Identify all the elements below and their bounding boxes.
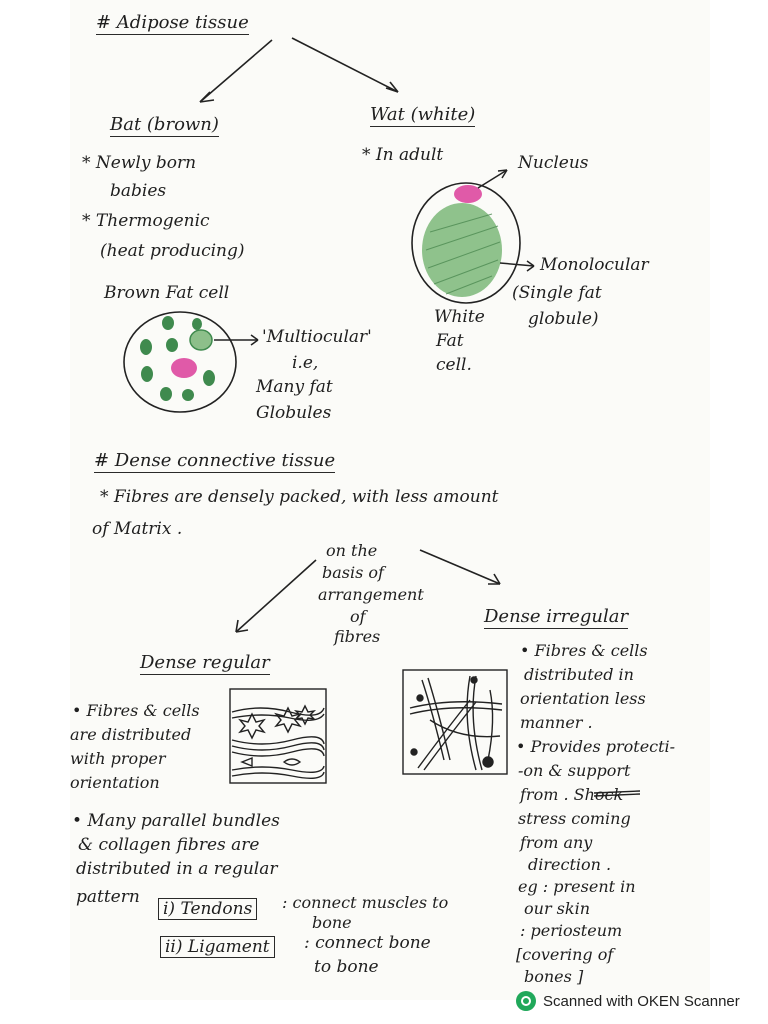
ligament-box: ii) Ligament xyxy=(160,936,275,958)
tendons-desc-line1: : connect muscles to xyxy=(282,893,449,912)
nucleus-label: Nucleus xyxy=(518,153,589,173)
bat-point2-line2: (heat producing) xyxy=(100,241,245,261)
monolocular-line2: (Single fat xyxy=(512,283,602,303)
dense-irregular-heading: Dense irregular xyxy=(484,606,629,629)
irregular-p1-line1: • Fibres & cells xyxy=(520,641,648,660)
tendons-box: i) Tendons xyxy=(158,898,258,920)
dense-desc-line2: of Matrix . xyxy=(92,519,183,539)
wat-point1: * In adult xyxy=(362,145,444,165)
regular-p2-line4: pattern xyxy=(76,887,140,907)
irregular-p2-line5: from any xyxy=(520,833,593,852)
adipose-title: # Adipose tissue xyxy=(96,12,249,35)
example-line1: eg : present in xyxy=(518,877,636,896)
struck-word: Shock xyxy=(573,785,624,804)
example-line4: [covering of xyxy=(516,945,614,964)
regular-p1-line3: with proper xyxy=(70,749,166,768)
irregular-p2-line2: -on & support xyxy=(518,761,631,780)
irregular-p2-line6: direction . xyxy=(528,855,612,874)
scanner-logo-icon xyxy=(516,991,536,1011)
bat-point2-line1: * Thermogenic xyxy=(82,211,210,231)
scanner-watermark: Scanned with OKEN Scanner xyxy=(516,990,740,1012)
dense-desc-line1: * Fibres are densely packed, with less a… xyxy=(100,487,499,507)
white-fat-cell-line1: White xyxy=(434,307,485,327)
dense-regular-heading: Dense regular xyxy=(140,652,270,675)
regular-p2-line1: • Many parallel bundles xyxy=(72,811,280,831)
monolocular-line3: globule) xyxy=(528,309,599,329)
bat-point1-line1: * Newly born xyxy=(82,153,197,173)
regular-p1-line4: orientation xyxy=(70,773,160,792)
basis-line3: arrangement xyxy=(318,585,424,604)
bat-heading: Bat (brown) xyxy=(110,114,219,137)
basis-line2: basis of xyxy=(322,563,384,582)
basis-line5: fibres xyxy=(334,627,381,646)
ligament-desc-line2: to bone xyxy=(314,957,379,977)
ligament-desc-line1: : connect bone xyxy=(304,933,431,953)
brown-fat-cell-label: Brown Fat cell xyxy=(104,283,230,303)
basis-line1: on the xyxy=(326,541,378,560)
irregular-p1-line3: orientation less xyxy=(520,689,646,708)
multiocular-line4: Globules xyxy=(256,403,332,423)
example-line2: our skin xyxy=(524,899,590,918)
scanner-text: Scanned with OKEN Scanner xyxy=(543,992,740,1010)
irregular-p1-line4: manner . xyxy=(520,713,593,732)
arrow-to-bat xyxy=(199,39,273,103)
regular-p2-line2: & collagen fibres are xyxy=(78,835,260,855)
multiocular-line3: Many fat xyxy=(256,377,333,397)
strike-shock xyxy=(593,790,641,797)
dense-regular-diagram xyxy=(229,688,327,784)
tendons-desc-line2: bone xyxy=(312,913,352,932)
irregular-p1-line2: distributed in xyxy=(524,665,634,684)
multiocular-line2: i.e, xyxy=(292,353,319,373)
bat-point1-line2: babies xyxy=(110,181,167,201)
example-line5: bones ] xyxy=(524,967,584,986)
regular-p1-line2: are distributed xyxy=(70,725,192,744)
regular-p2-line3: distributed in a regular xyxy=(76,859,278,879)
multiocular-line1: 'Multiocular' xyxy=(262,327,372,347)
regular-p1-line1: • Fibres & cells xyxy=(72,701,200,720)
monolocular-line1: Monolocular xyxy=(540,255,649,275)
irregular-p2-line3: from . Shock xyxy=(520,785,624,804)
arrow-to-wat xyxy=(291,37,399,93)
basis-line4: of xyxy=(350,607,366,626)
white-fat-cell-line3: cell. xyxy=(436,355,472,375)
irregular-p2-line1: • Provides protecti- xyxy=(516,737,676,756)
arrow-to-dense-regular xyxy=(235,559,317,633)
wat-heading: Wat (white) xyxy=(370,104,476,127)
notebook-page xyxy=(70,0,710,1000)
brown-fat-cell-diagram xyxy=(123,311,259,413)
arrow-to-dense-irregular xyxy=(419,549,501,585)
white-fat-cell-diagram xyxy=(411,169,535,304)
dense-irregular-diagram xyxy=(402,669,508,775)
example-line3: : periosteum xyxy=(520,921,623,940)
irregular-p2-line4: stress coming xyxy=(518,809,631,828)
dense-title: # Dense connective tissue xyxy=(94,450,336,473)
white-fat-cell-line2: Fat xyxy=(436,331,464,351)
